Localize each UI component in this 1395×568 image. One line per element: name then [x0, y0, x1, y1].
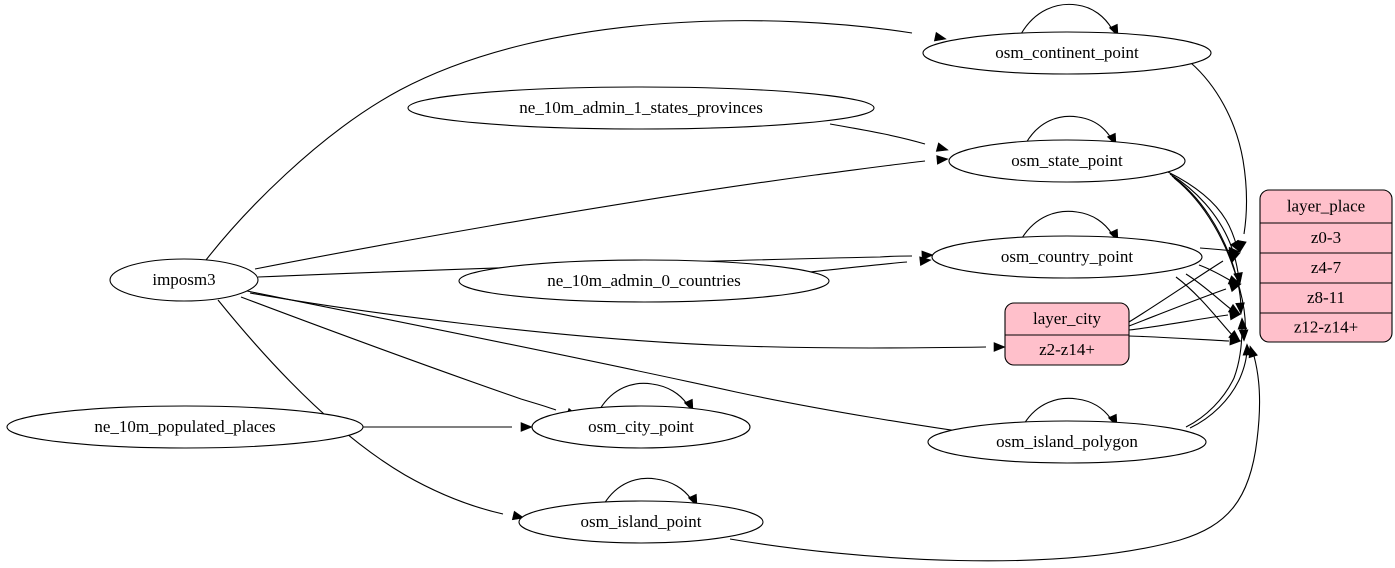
record-row-layer_place-z4-7[interactable]	[1260, 253, 1392, 283]
node-shape	[518, 500, 764, 544]
arrow-head-icon	[1228, 282, 1242, 293]
edge-osm_state_point-to-layer_place-z0-3	[1167, 171, 1241, 253]
record-row-layer_place-z0-3[interactable]	[1260, 223, 1392, 253]
record-row-layer_place-z8-11[interactable]	[1260, 283, 1392, 313]
node-osm_country_point[interactable]: osm_country_point	[931, 235, 1203, 279]
edge-path	[729, 355, 1261, 562]
arrow-head-icon	[919, 256, 932, 266]
edge-imposm3-to-osm_continent_point	[205, 20, 947, 261]
node-shape	[931, 235, 1203, 279]
node-ne_10m_admin_0_countries[interactable]: ne_10m_admin_0_countries	[458, 259, 830, 303]
edge-ne_states_to-osm_state_point	[829, 123, 949, 152]
node-shape	[927, 420, 1207, 464]
arrow-head-icon	[1237, 317, 1248, 330]
edge-osm_country_point-to-layer_place-z4-7	[1198, 264, 1241, 285]
edge-path	[829, 123, 926, 145]
edge-path	[603, 477, 692, 505]
node-ne_10m_admin_1_states_provinces[interactable]: ne_10m_admin_1_states_provinces	[407, 86, 875, 130]
node-osm_city_point[interactable]: osm_city_point	[531, 405, 751, 449]
edge-path	[254, 160, 926, 270]
edge-layer_city-to-layer_place-z4-7	[1128, 282, 1242, 327]
record-row-layer_city-z2[interactable]	[1005, 335, 1129, 365]
edge-layer_city-to-layer_place-z0-3	[1128, 252, 1241, 323]
edge-path	[205, 20, 913, 261]
arrow-head-icon	[1227, 252, 1241, 263]
arrow-head-icon	[1235, 302, 1245, 315]
edge-imposm3-to-osm_city_point	[240, 296, 579, 418]
edge-ne_countries-to-osm_country_point	[809, 256, 932, 273]
edge-path	[246, 290, 986, 436]
edge-path	[240, 296, 557, 411]
edge-path	[1025, 115, 1112, 144]
edge-path	[1020, 3, 1113, 35]
edge-path	[1189, 347, 1248, 429]
edge-layer_city-to-layer_place-z12	[1128, 335, 1242, 346]
edge-layer_city-to-layer_place-z8-11	[1128, 310, 1242, 331]
record-row-layer_city-title[interactable]	[1005, 303, 1129, 335]
node-osm_island_point[interactable]: osm_island_point	[518, 500, 764, 544]
edge-imposm3-to-layer_city	[249, 292, 1006, 352]
node-shape	[458, 259, 830, 303]
edge-path	[809, 261, 908, 273]
edge-path	[1128, 335, 1230, 342]
record-box	[1259, 189, 1393, 343]
node-shape	[531, 405, 751, 449]
edge-path	[1169, 173, 1240, 281]
arrow-head-icon	[1230, 239, 1241, 253]
node-shape	[948, 139, 1186, 183]
node-imposm3[interactable]: imposm3	[109, 258, 259, 302]
arrow-head-icon	[935, 142, 949, 152]
edge-imposm3-to-osm_state_point	[254, 155, 949, 270]
node-shape	[922, 31, 1212, 75]
edge-path	[1175, 276, 1234, 337]
node-osm_continent_point[interactable]: osm_continent_point	[922, 31, 1212, 75]
arrow-head-icon	[1229, 335, 1242, 346]
edge-ne_populated-to-osm_city_point	[363, 422, 533, 432]
edge-path	[1167, 171, 1238, 248]
arrow-head-icon	[933, 31, 947, 42]
node-osm_island_polygon[interactable]: osm_island_polygon	[927, 420, 1207, 464]
edge-path	[1023, 397, 1112, 425]
edge-path	[1185, 326, 1243, 428]
edge-path	[249, 292, 987, 349]
edge-path	[1021, 210, 1113, 239]
arrow-head-icon	[520, 422, 533, 432]
node-osm_state_point[interactable]: osm_state_point	[948, 139, 1186, 183]
edge-osm_island_polygon-to-layer_place-z12	[1189, 343, 1253, 429]
arrow-head-icon	[993, 342, 1006, 352]
edge-path	[1185, 273, 1233, 311]
node-shape	[109, 258, 259, 302]
arrow-head-icon	[1229, 310, 1242, 321]
arrow-head-icon	[921, 250, 934, 261]
record-row-layer_place-title[interactable]	[1260, 190, 1392, 223]
record-box	[1004, 302, 1130, 366]
edge-path	[1190, 62, 1248, 235]
edge-path	[1128, 260, 1224, 323]
edge-path	[1173, 177, 1246, 337]
edge-osm_island_polygon-to-layer_place-z8-11	[1185, 317, 1248, 428]
edge-path	[1128, 314, 1229, 331]
record-row-layer_place-z12[interactable]	[1260, 313, 1392, 342]
edge-osm_island_point-to-layer_place-z12	[729, 345, 1261, 562]
arrow-head-icon	[1238, 329, 1249, 342]
arrow-head-icon	[1248, 345, 1258, 359]
nodes-layer: imposm3 ne_10m_admin_1_states_provincesne…	[6, 31, 1212, 544]
node-shape	[6, 405, 364, 449]
node-ne_10m_populated_places[interactable]: ne_10m_populated_places	[6, 405, 364, 449]
edge-osm_continent_point-to-layer_place-z0-3	[1190, 62, 1248, 253]
node-shape	[407, 86, 875, 130]
edge-path	[217, 299, 504, 515]
arrow-head-icon	[936, 155, 949, 165]
edge-path	[599, 382, 688, 410]
edge-path	[1128, 288, 1227, 327]
